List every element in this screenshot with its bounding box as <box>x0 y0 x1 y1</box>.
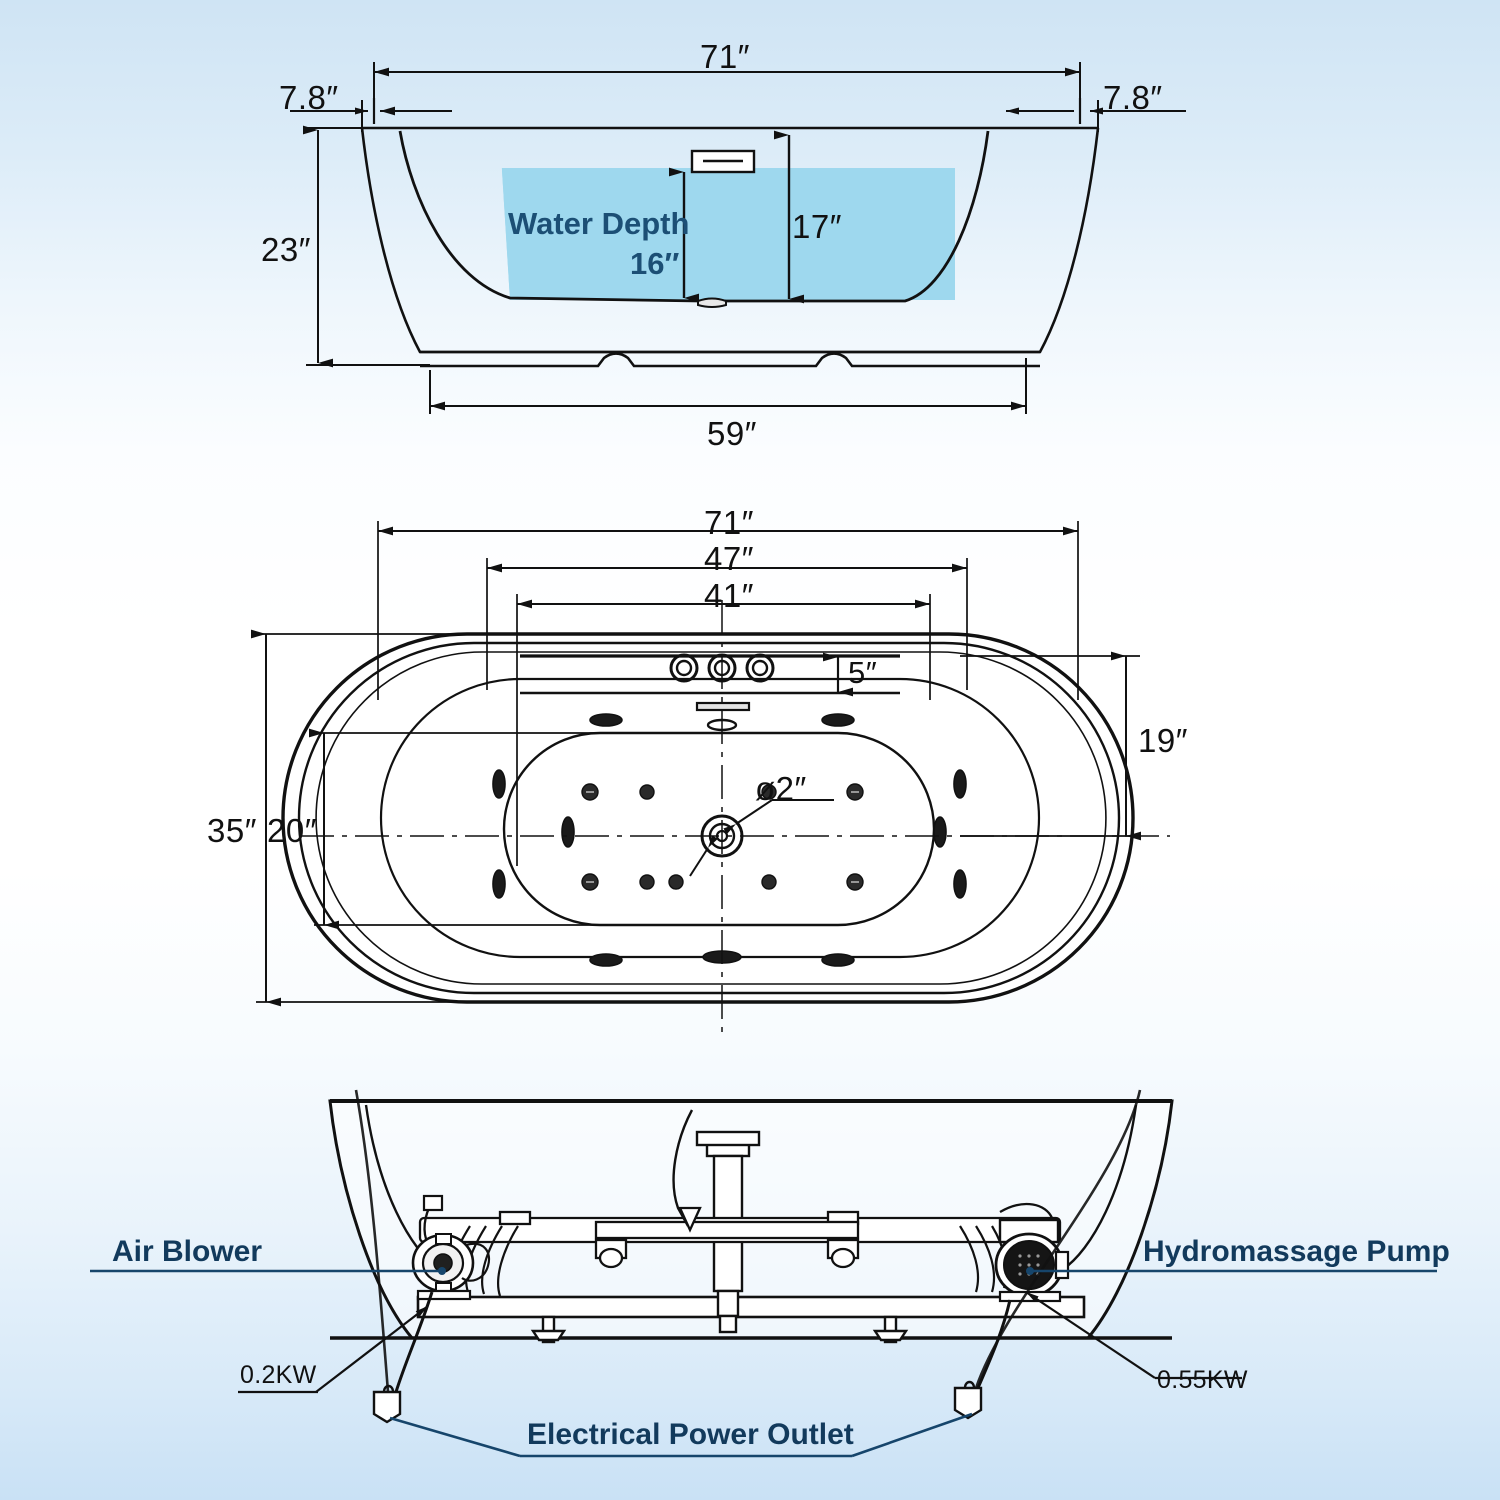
air-blower-assembly <box>411 1194 519 1301</box>
manifold-pipe <box>418 1210 1062 1244</box>
overflow-hose <box>672 1109 694 1227</box>
manifold-clamps <box>594 1238 860 1269</box>
air-jets <box>492 713 967 967</box>
callout-leaders <box>90 1267 1437 1458</box>
dim-text-overall-width-71: 71″ <box>700 38 750 75</box>
kw-leaders <box>238 1291 1242 1394</box>
tub-deck-inner <box>379 677 1041 959</box>
dim-text-overall-height-23: 23″ <box>261 231 311 268</box>
drain-bump <box>697 297 727 308</box>
drain-diameter-leader <box>689 799 834 877</box>
dim-text-deck-offset-5: 5″ <box>848 655 878 690</box>
water-depth-value-16: 16″ <box>630 246 680 281</box>
side-elevation-view <box>290 62 1186 414</box>
air-blower-label: Air Blower <box>112 1235 263 1268</box>
hydromassage-pump-label: Hydromassage Pump <box>1143 1235 1450 1268</box>
dim-text-plan-half-width-19: 19″ <box>1138 722 1188 759</box>
dim-text-plan-width-35: 35″ <box>207 812 257 849</box>
power-cord-left <box>394 1291 434 1393</box>
water-fill <box>500 168 955 300</box>
hydro-jets <box>581 783 864 891</box>
water-depth-label: Water Depth <box>508 206 690 241</box>
plug-left <box>372 1384 402 1424</box>
electrical-power-outlet-label: Electrical Power Outlet <box>527 1418 854 1451</box>
support-frame <box>416 1295 1086 1319</box>
dim-text-base-width-59: 59″ <box>707 415 757 452</box>
dim-text-plan-length-71: 71″ <box>704 504 754 541</box>
dim-text-plan-inner-47: 47″ <box>704 540 754 577</box>
plug-right <box>953 1380 983 1420</box>
frame-legs <box>530 1315 909 1344</box>
dim-text-plan-floor-41: 41″ <box>704 577 754 614</box>
dim-text-overhang-right-78: 7.8″ <box>1103 79 1163 116</box>
underside-equipment-view <box>90 1089 1437 1458</box>
hydromassage-pump-assembly <box>959 1202 1070 1303</box>
dim-text-plan-interior-width-20: 20″ <box>267 812 317 849</box>
air-blower-power-label: 0.2KW <box>240 1361 317 1389</box>
top-plan-view <box>251 521 1170 1040</box>
overflow-slot <box>695 701 751 712</box>
dim-text-drain-diameter: ø2″ <box>755 770 807 807</box>
dim-text-overhang-left-78: 7.8″ <box>279 79 339 116</box>
tub-base-feet <box>420 352 1040 368</box>
dim-text-interior-depth-17: 17″ <box>792 208 842 245</box>
hydromassage-pump-power-label: 0.55KW <box>1157 1366 1248 1394</box>
